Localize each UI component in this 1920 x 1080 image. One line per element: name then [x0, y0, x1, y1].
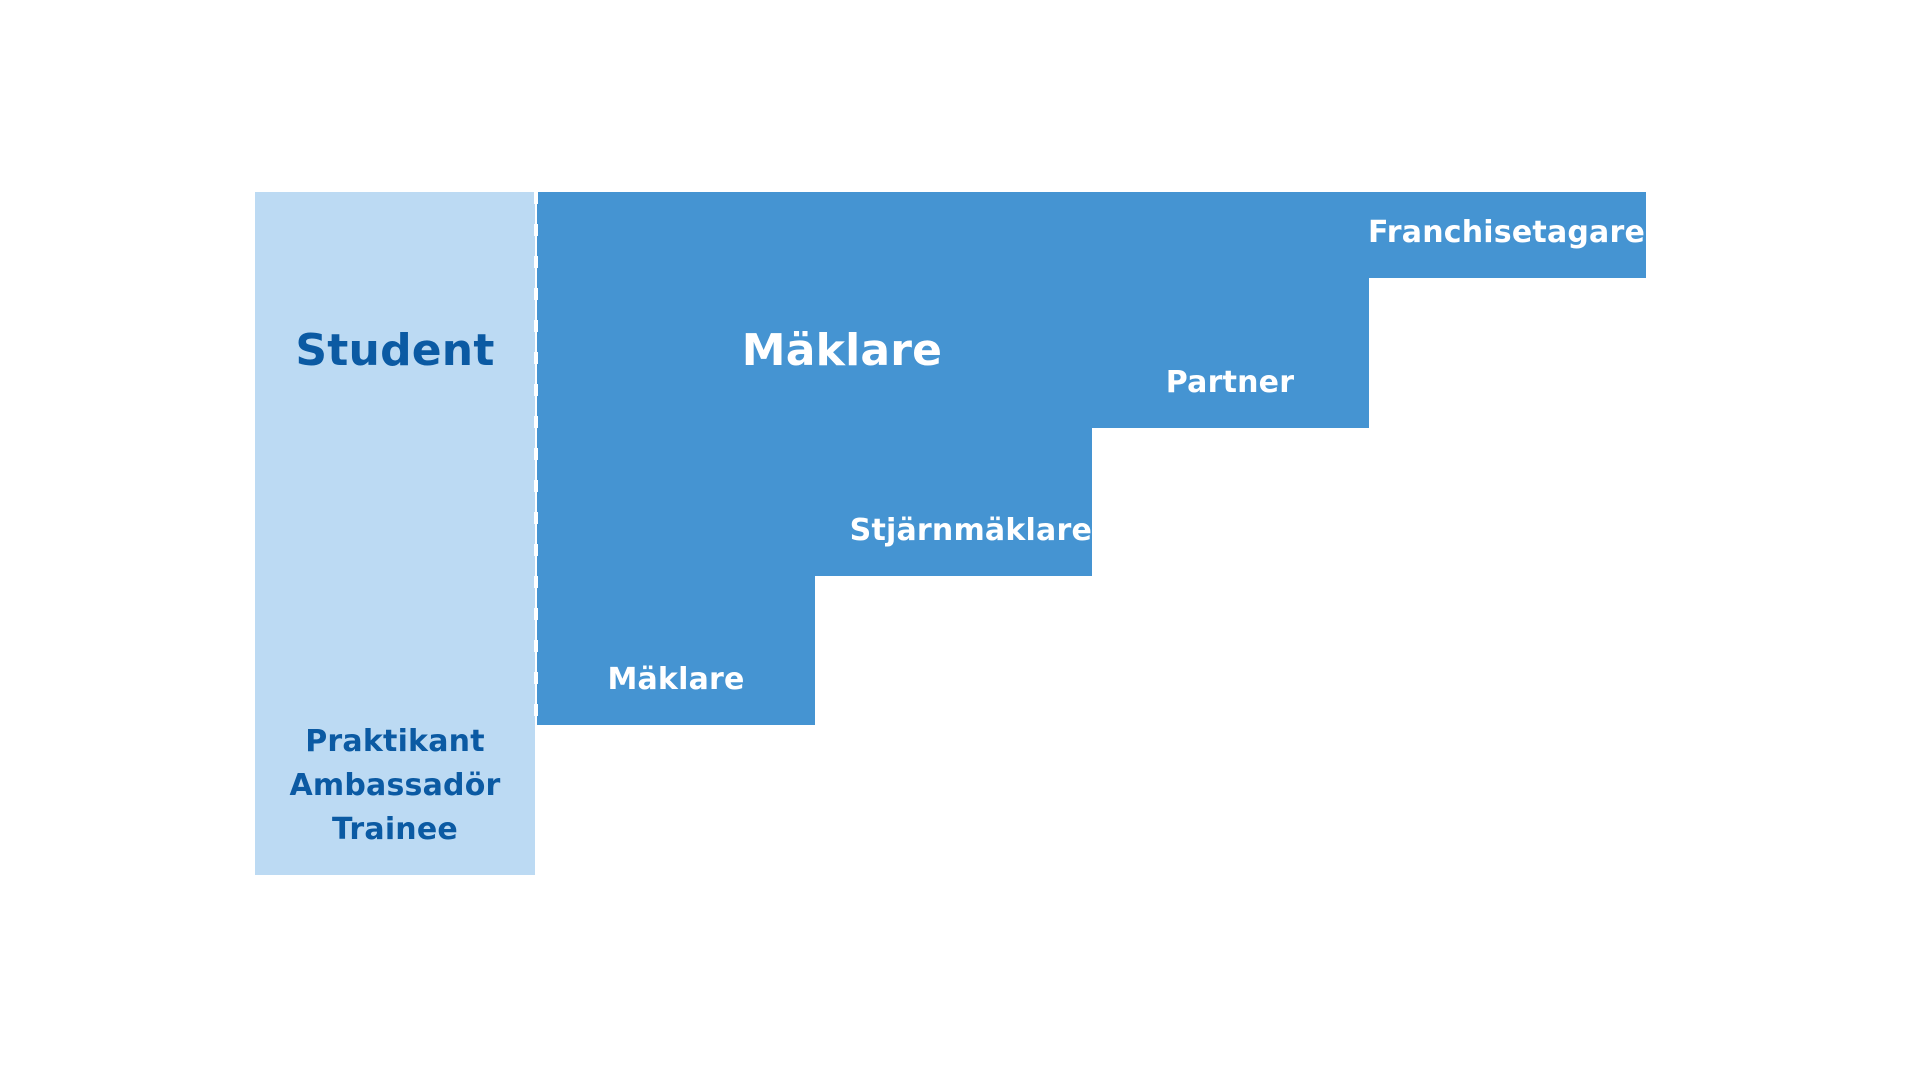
student-role-ambassador: Ambassadör: [289, 768, 501, 803]
step-block-partner: [1091, 192, 1369, 428]
step-block-franchisetagare: [1368, 192, 1646, 278]
step-label-franchisetagare: Franchisetagare: [1368, 215, 1646, 250]
student-title: Student: [295, 325, 495, 376]
step-label-maklare: Mäklare: [607, 662, 745, 697]
dashed-divider: [534, 192, 538, 723]
step-label-stjarnmaklare: Stjärnmäklare: [849, 513, 1092, 548]
step-label-partner: Partner: [1165, 365, 1295, 400]
student-role-praktikant: Praktikant: [305, 724, 485, 759]
student-column: [255, 192, 535, 875]
student-roles: Praktikant Ambassadör Trainee: [255, 720, 535, 852]
step-block-maklare: [537, 192, 815, 725]
broker-title: Mäklare: [741, 325, 943, 376]
student-role-trainee: Trainee: [332, 812, 458, 847]
step-block-stjarnmaklare: [814, 192, 1092, 576]
